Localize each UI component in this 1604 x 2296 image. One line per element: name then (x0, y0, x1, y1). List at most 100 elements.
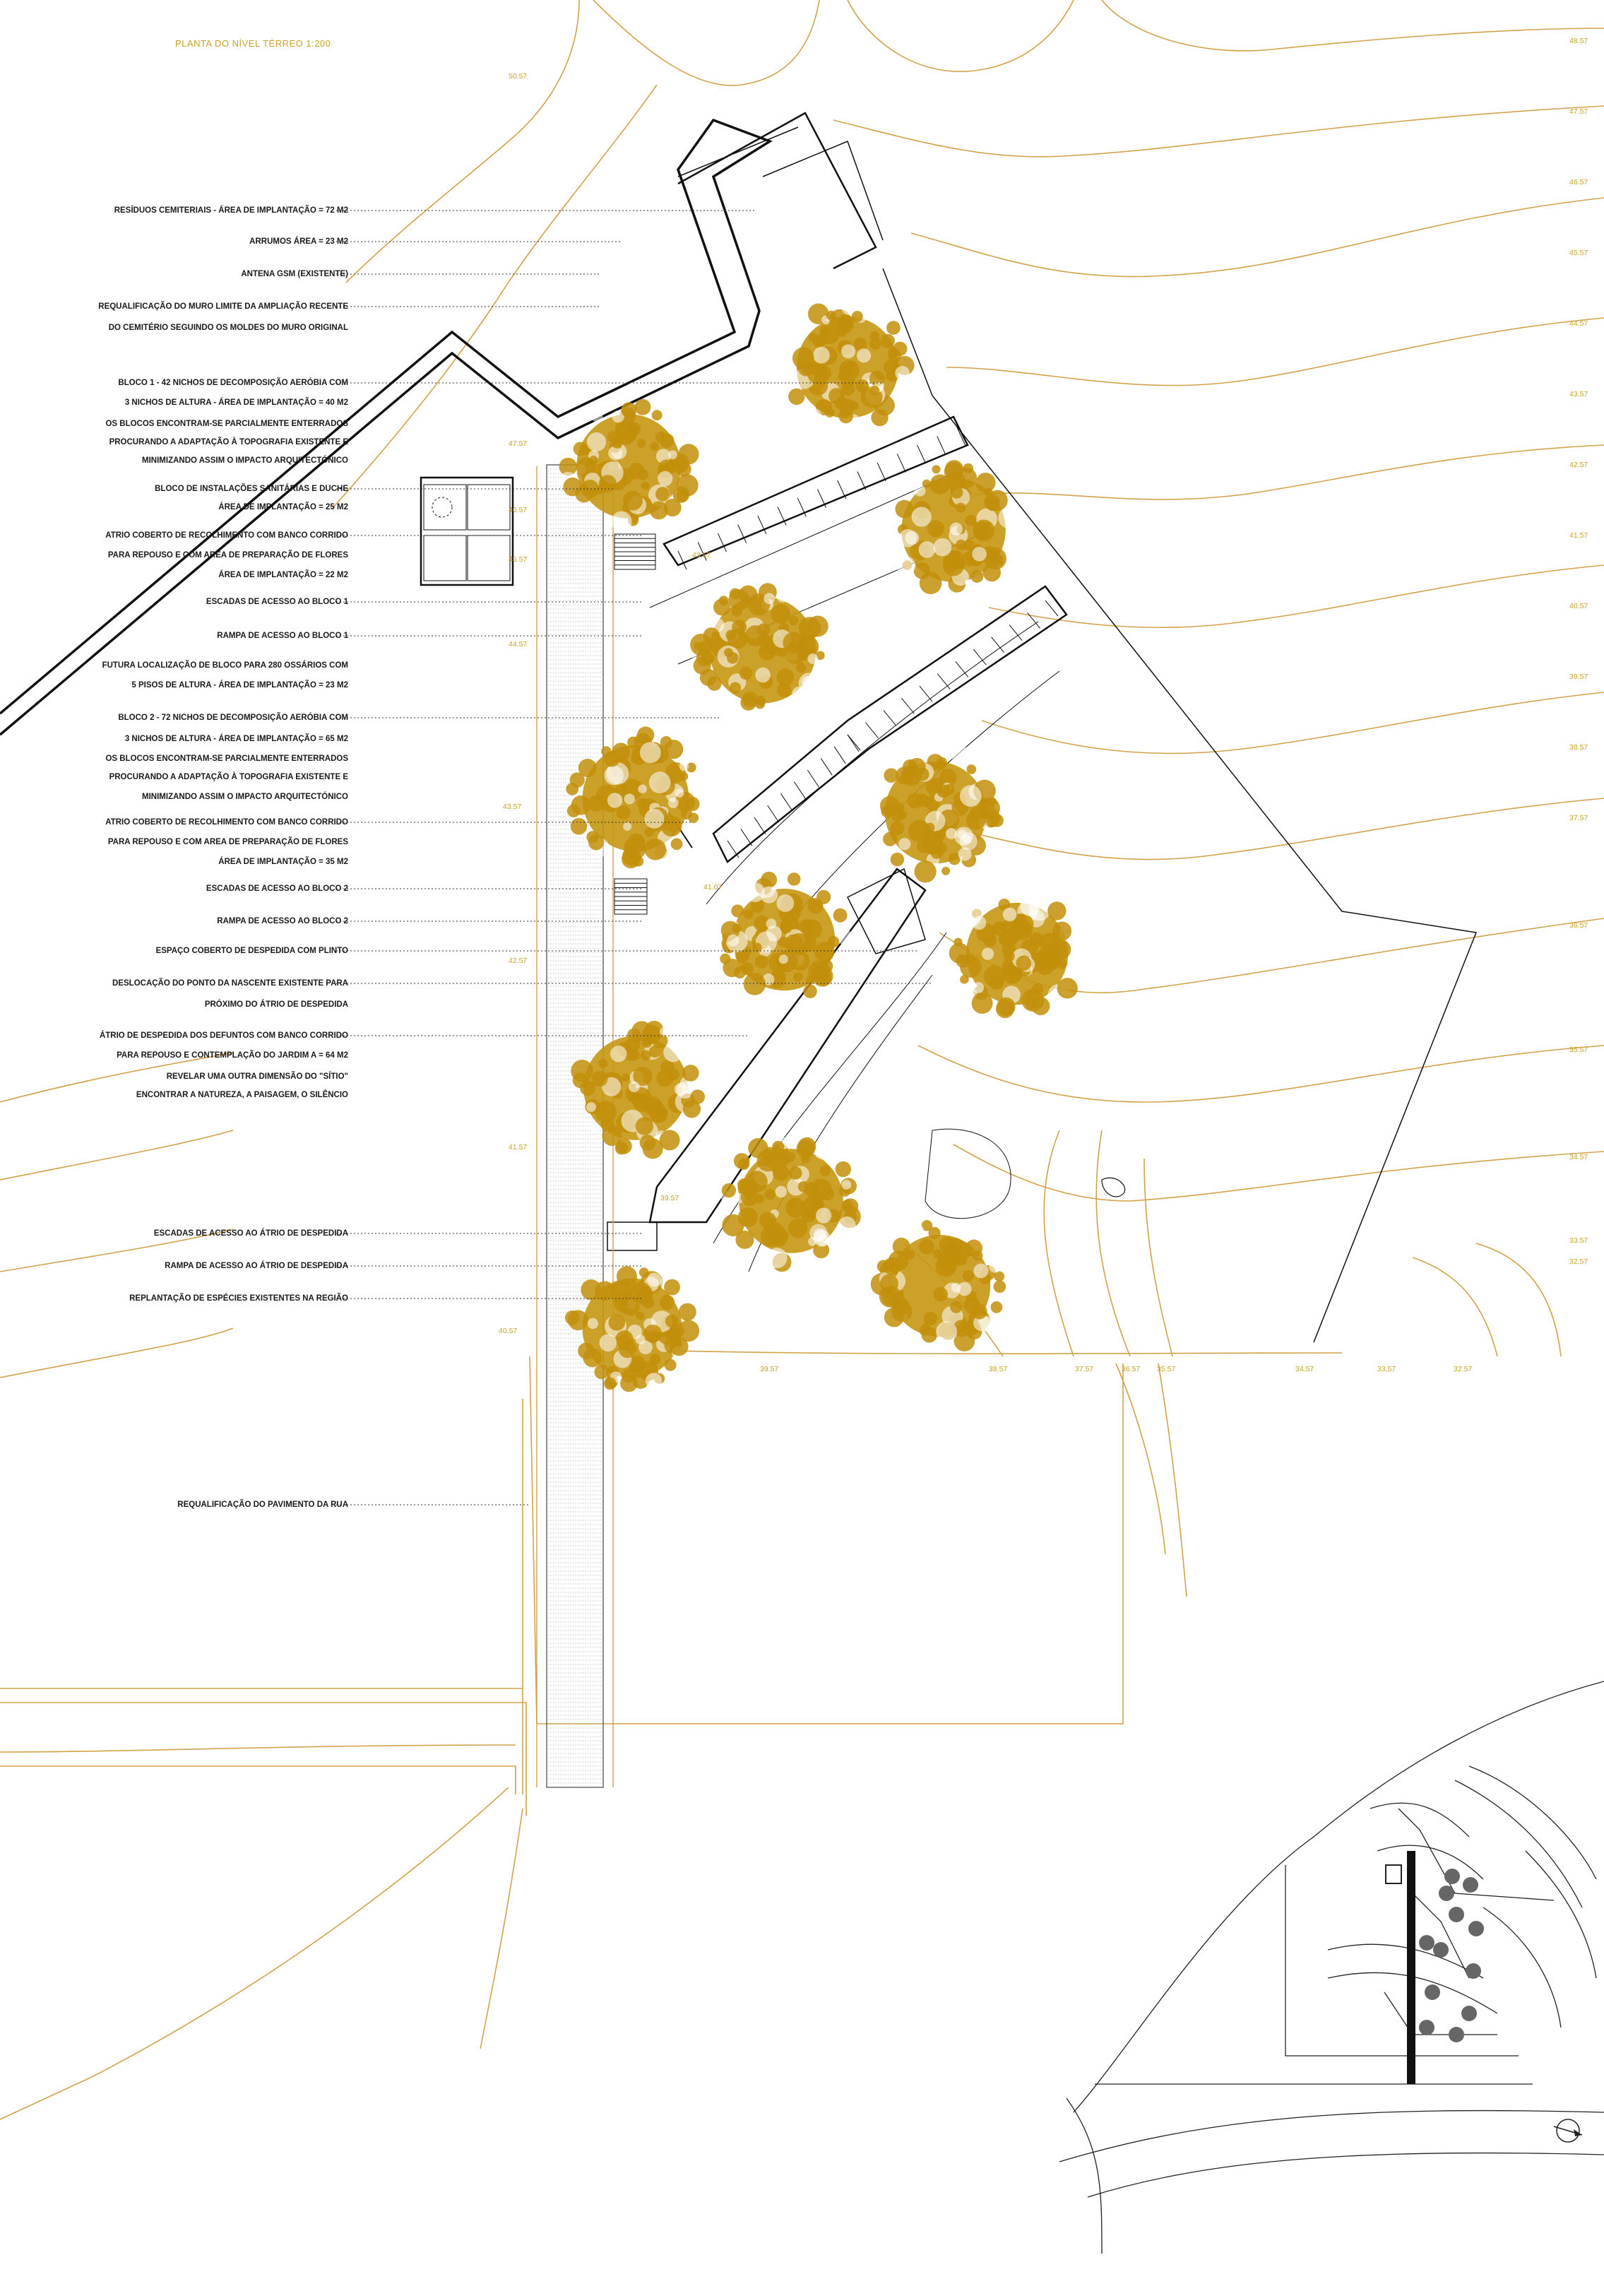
key-plan-line (1398, 1808, 1555, 1901)
tree-icon (557, 398, 699, 532)
contour-line (0, 1052, 234, 1103)
annotation-label: 3 NICHOS DE ALTURA - ÁREA DE IMPLANTAÇÃO… (124, 735, 348, 743)
annotation-label: BLOCO 1 - 42 NICHOS DE DECOMPOSIÇÃO AERÓ… (118, 379, 348, 387)
elevation-label: 36.57 (1122, 1365, 1141, 1373)
annotation-label: 3 NICHOS DE ALTURA - ÁREA DE IMPLANTAÇÃO… (124, 398, 348, 407)
contour-line (331, 84, 658, 509)
elevation-label: 33.57 (1569, 1236, 1588, 1245)
elevation-label: 36.57 (1569, 921, 1588, 930)
wall-outline (649, 473, 954, 608)
contour-line (0, 1327, 234, 1378)
stair-step (820, 758, 833, 776)
contour-line (593, 0, 820, 86)
contour-line (953, 1144, 1604, 1202)
annotation-label: OS BLOCOS ENCONTRAM-SE PARCIALMENTE ENTE… (105, 420, 348, 428)
stair-step (1027, 612, 1040, 629)
tree-icon (566, 726, 700, 869)
wall-outline (712, 585, 1068, 863)
annotation-label: REVELAR UMA OUTRA DIMENSÃO DO "SÍTIO" (166, 1072, 348, 1081)
key-plan-tree-icon (1449, 1907, 1464, 1922)
contour-line (0, 1765, 516, 1794)
wall-outline (1101, 1177, 1126, 1197)
drawing-title: PLANTA DO NÍVEL TÉRREO 1:200 (175, 38, 331, 49)
wall-outline (846, 868, 926, 954)
elevation-label: 34.57 (1569, 1153, 1588, 1161)
tree-icon (568, 1020, 706, 1159)
stair-step (837, 480, 847, 499)
contour-line (1115, 1363, 1166, 1555)
tree-icon (870, 1219, 1006, 1351)
annotation-label: OS BLOCOS ENCONTRAM-SE PARCIALMENTE ENTE… (105, 755, 348, 763)
contour-line (1158, 1363, 1187, 1597)
sanitary-cubicle (423, 484, 467, 531)
elevation-label: 39.57 (1569, 673, 1588, 681)
elevation-label: 50.57 (509, 72, 528, 81)
wall-outline (648, 868, 927, 1224)
key-plan-line (1059, 2109, 1604, 2162)
annotation-leaders (336, 210, 932, 1505)
stair-step (956, 427, 966, 446)
stair-step (807, 769, 819, 788)
key-plan-tree-icon (1439, 1886, 1454, 1901)
annotation-label: RAMPA DE ACESSO AO BLOCO 2 (217, 917, 348, 925)
annotation-label: REPLANTAÇÃO DE ESPÉCIES EXISTENTES NA RE… (129, 1294, 348, 1303)
annotation-label: FUTURA LOCALIZAÇÃO DE BLOCO PARA 280 OSS… (102, 661, 348, 670)
stair-step (677, 550, 687, 570)
key-plan-tree-icon (1419, 1935, 1434, 1951)
contour-line (847, 0, 1074, 72)
stair-step (767, 805, 780, 823)
elevation-label: 41.07 (703, 883, 723, 892)
tree-icon (564, 1266, 700, 1392)
stair-step (937, 436, 946, 455)
elevation-label: 38.57 (989, 1365, 1008, 1373)
key-plan-tree-icon (1466, 1963, 1481, 1979)
key-plan-line (1377, 1845, 1484, 1880)
contour-line (974, 444, 1604, 500)
key-plan-tree-icon (1444, 1869, 1460, 1884)
elevation-label: 37.57 (1075, 1365, 1094, 1373)
stair-step (883, 710, 897, 726)
key-plan-line (1412, 1893, 1470, 1979)
annotation-label: ÁTRIO DE DESPEDIDA DOS DEFUNTOS COM BANC… (99, 1031, 348, 1040)
elevation-label: 41.57 (1569, 531, 1588, 540)
wall-outline (663, 415, 969, 567)
elevation-label: 47.57 (1569, 107, 1588, 116)
annotation-label: REQUALIFICAÇÃO DO MURO LIMITE DA AMPLIAÇ… (98, 302, 348, 311)
key-plan-line (1327, 1943, 1484, 1979)
stair-step (896, 454, 906, 473)
elevation-label: 32.57 (1569, 1258, 1588, 1266)
elevation-label: 40.57 (499, 1327, 518, 1335)
contour-line (981, 692, 1604, 755)
annotation-label: ATRIO COBERTO DE RECOLHIMENTO COM BANCO … (105, 531, 348, 540)
annotation-label: ATRIO COBERTO DE RECOLHIMENTO COM BANCO … (105, 818, 348, 827)
wall-outline (925, 1128, 1011, 1219)
contour-line (0, 1744, 516, 1753)
contour-line (1475, 1243, 1562, 1357)
annotation-label: ANTENA GSM (EXISTENTE) (241, 270, 348, 278)
sanitary-cubicle (423, 535, 467, 581)
elevation-label: 43.57 (503, 803, 522, 811)
wall-outline (882, 268, 1478, 1343)
elevation-label: 33.57 (1377, 1365, 1396, 1373)
elevation-label: 45.57 (509, 555, 528, 564)
stair-step (917, 444, 927, 464)
annotation-label: ENCONTRAR A NATUREZA, A PAISAGEM, O SILÊ… (136, 1091, 348, 1099)
annotation-label: DESLOCAÇÃO DO PONTO DA NASCENTE EXISTENT… (112, 979, 348, 988)
tree-icon (895, 460, 1026, 595)
elevation-label: 48.57 (1569, 37, 1588, 45)
contour-line (988, 564, 1604, 629)
elevation-label: 43.57 (1569, 390, 1588, 398)
elevation-label: 39.57 (760, 1365, 779, 1373)
key-plan-tree-icon (1449, 2027, 1464, 2042)
stair-step (833, 746, 846, 764)
elevation-label: 42.57 (1569, 461, 1588, 469)
elevation-label: 38.57 (1569, 743, 1588, 752)
annotation-label: MINIMIZANDO ASSIM O IMPACTO ARQUITECTÓNI… (142, 456, 348, 465)
annotation-label: ESCADAS DE ACESSO AO ÁTRIO DE DESPEDIDA (153, 1229, 348, 1238)
key-plan-line (1483, 1907, 1562, 2028)
annotation-label: ESCADAS DE ACESSO AO BLOCO 1 (206, 598, 348, 606)
stair-step (797, 497, 807, 517)
contour-line (1095, 1130, 1131, 1357)
stair-step (754, 817, 766, 834)
